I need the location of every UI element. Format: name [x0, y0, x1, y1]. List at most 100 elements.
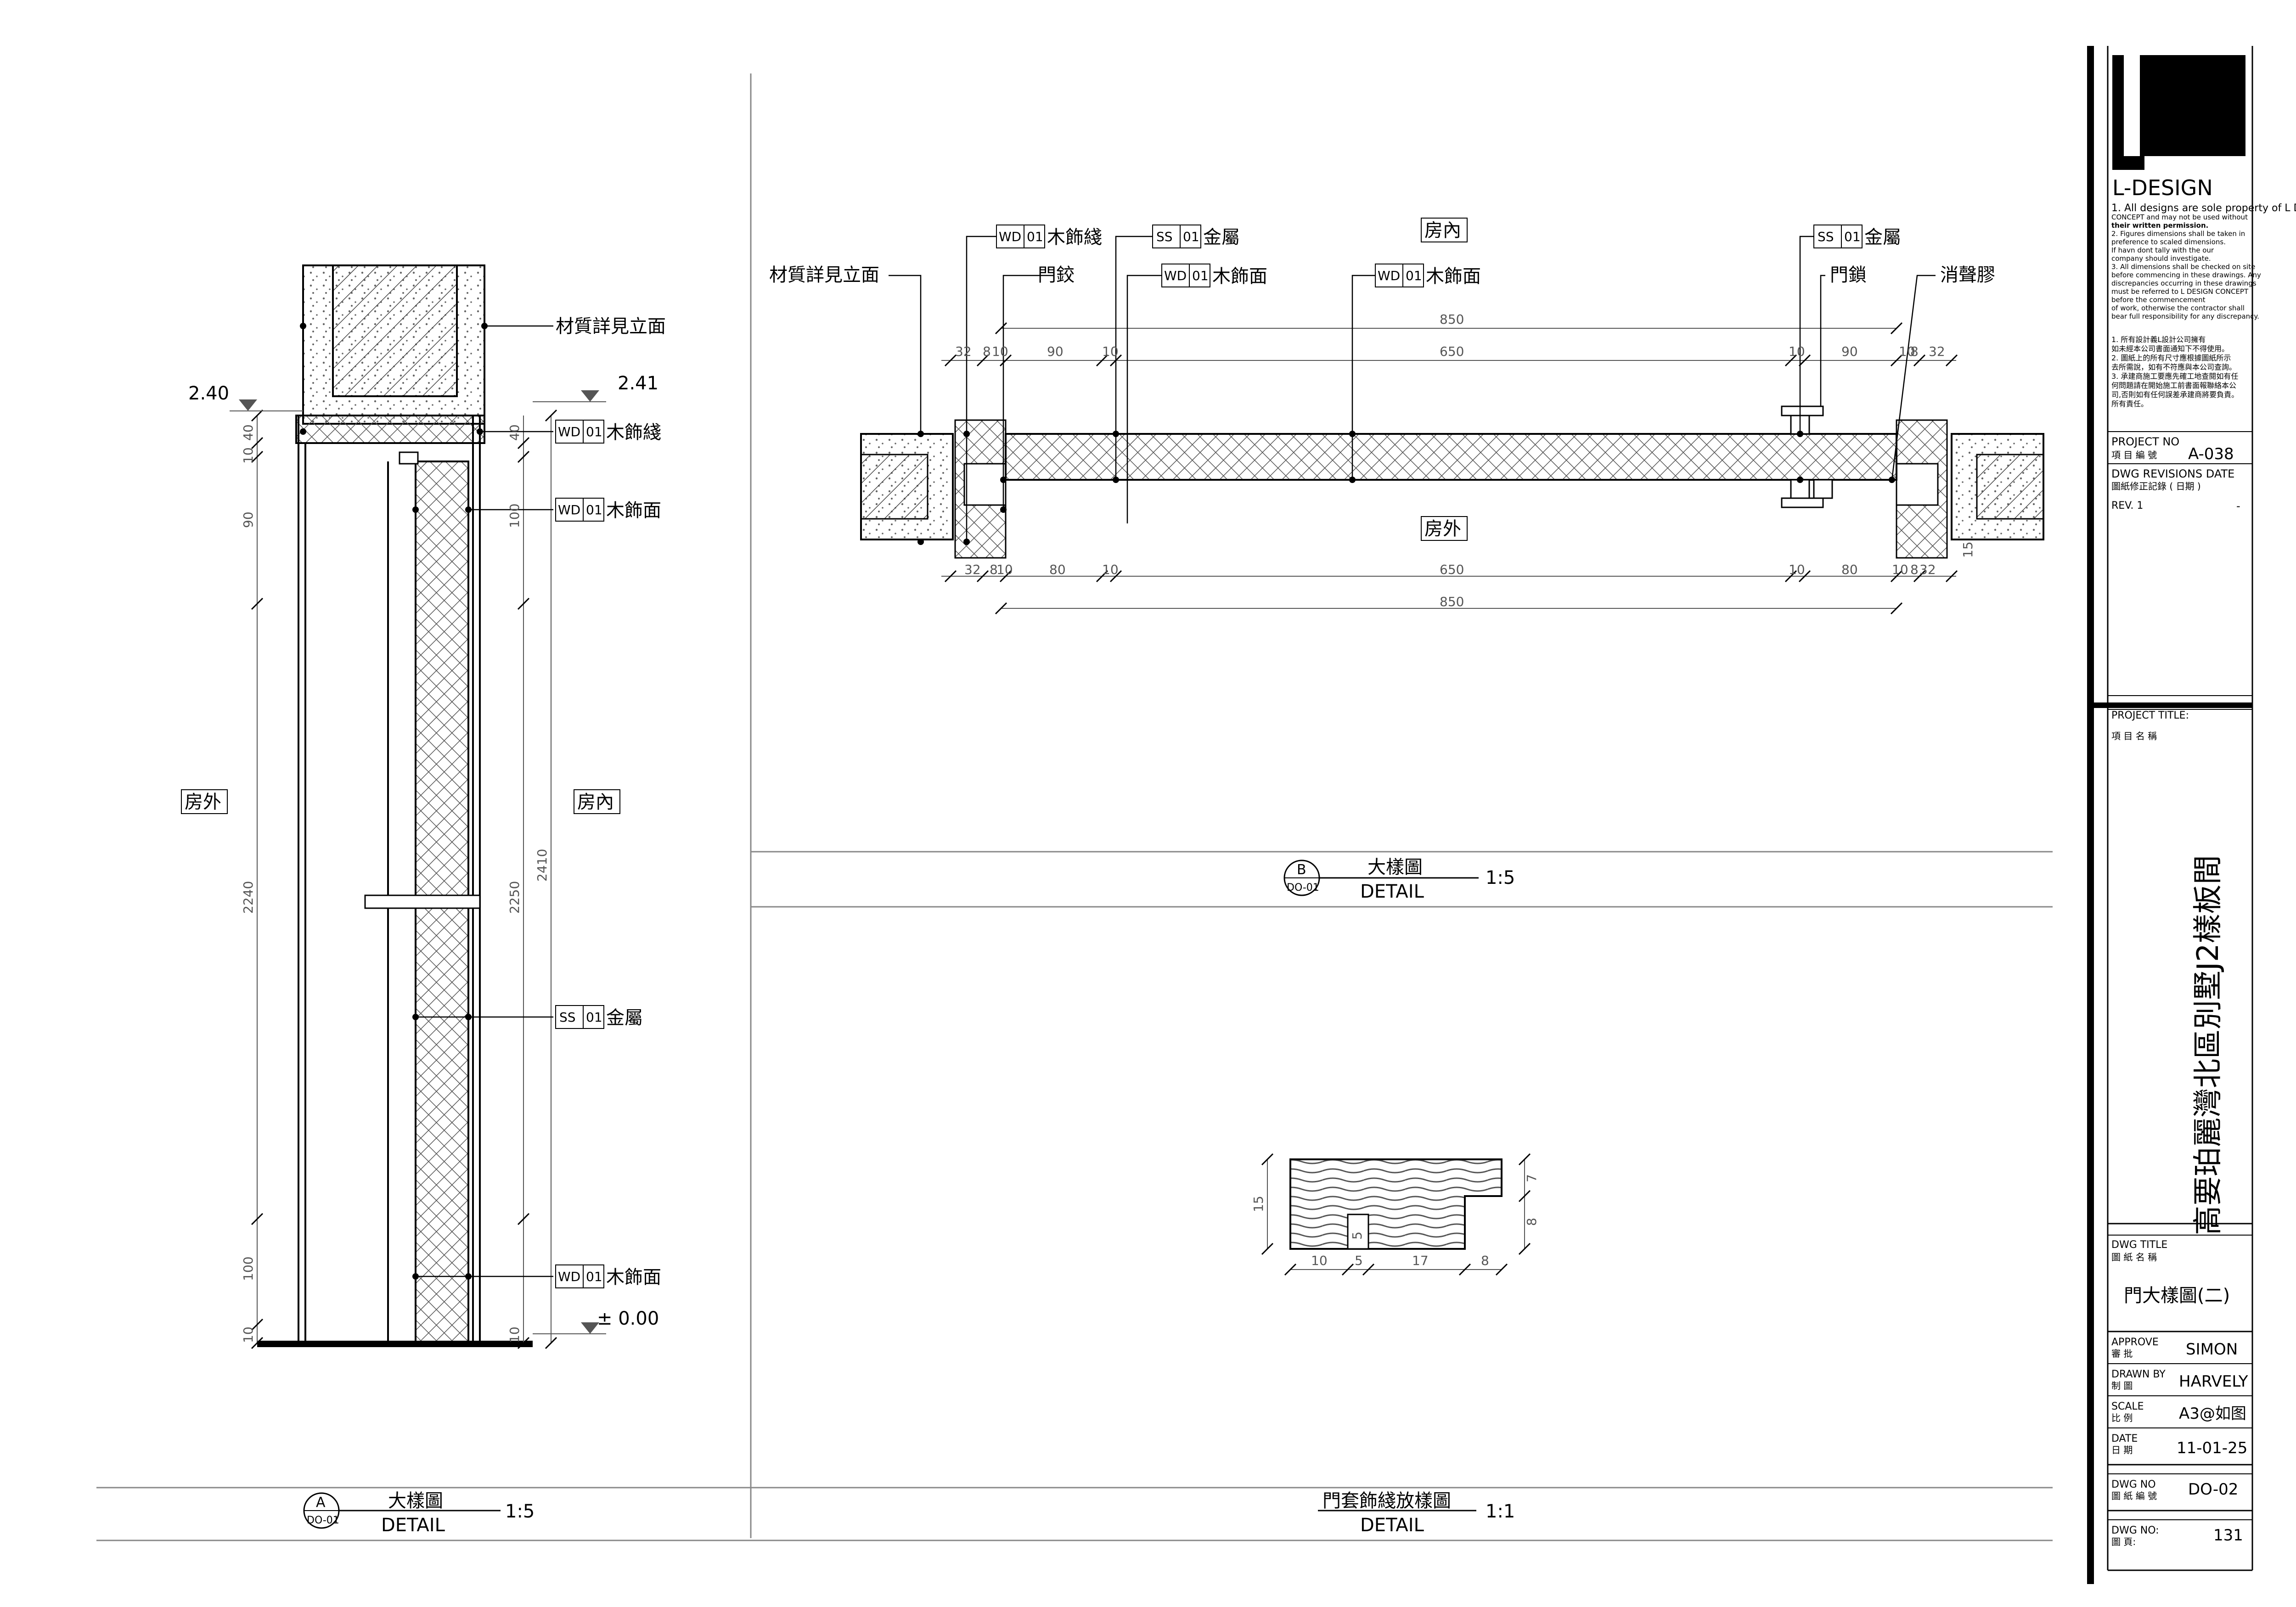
drawing-text: 01 — [1183, 229, 1199, 244]
drawing-text: 1:5 — [1486, 867, 1515, 888]
drawing-text: DWG TITLE — [2111, 1239, 2167, 1251]
drawing-text: DETAIL — [1360, 1515, 1424, 1536]
dim-b-top-0: 32 — [955, 344, 972, 359]
drawing-text: of work, otherwise the contractor shall — [2111, 304, 2245, 312]
drawing-text: DETAIL — [381, 1515, 445, 1536]
drawing-text: WD — [558, 424, 580, 439]
drawing-text: 1. All designs are sole property of L DE… — [2111, 202, 2296, 214]
dim-a-left-1: 10 — [241, 447, 256, 464]
dim-b-bottom-0: 32 — [964, 562, 981, 577]
dim-a-right-2: 2250 — [507, 881, 522, 914]
drawing-text: DO-01 — [1287, 882, 1319, 893]
section-b-material-note: 材質詳見立面 — [769, 264, 879, 286]
dim-c-notch: 5 — [1350, 1231, 1365, 1240]
drawing-text: 項 目 名 稱 — [2111, 730, 2157, 742]
section-b-inside-label: 房內 — [1424, 220, 1461, 241]
section-a-material-note: 材質詳見立面 — [556, 316, 666, 337]
drawing-text: 2. 圖紙上的所有尺寸應根據圖紙所示 — [2111, 354, 2231, 362]
drawing-text: 大樣圖 — [388, 1490, 443, 1511]
drawn-value: HARVELY — [2179, 1372, 2248, 1391]
drawing-text: 1:5 — [505, 1501, 535, 1522]
drawing-text: 1. 所有設計義L設計公司擁有 — [2111, 335, 2206, 344]
dim-b-bottom-total: 850 — [1440, 594, 1464, 609]
drawing-text: APPROVE — [2111, 1337, 2159, 1348]
drawing-text: 日 期 — [2111, 1444, 2133, 1455]
section-b-tag-4: WD 01 木飾面 — [1375, 264, 1481, 287]
date-value: 11-01-25 — [2177, 1439, 2247, 1457]
drawing-text: 木飾綫 — [1047, 227, 1102, 248]
drawing-text: 01 — [586, 424, 602, 439]
dim-c-bottom-1: 5 — [1355, 1253, 1363, 1268]
sheet-frame — [96, 73, 2053, 1541]
dim-a-left-0: 40 — [241, 424, 256, 441]
notes-cn: 1. 所有設計義L設計公司擁有 如未經本公司書面通知下不得使用。 2. 圖紙上的… — [2111, 335, 2239, 408]
drawing-text: If havn dont tally with the our — [2111, 246, 2214, 254]
door-leaf-plan — [1005, 433, 1897, 481]
dwg-no-value: DO-02 — [2188, 1480, 2238, 1499]
dim-b-top-2: 10 — [992, 344, 1008, 359]
dim-a-left-3: 2240 — [241, 881, 256, 914]
dim-b-top-9: 8 — [1910, 344, 1919, 359]
frame-top — [295, 415, 485, 444]
dim-c-bottom-3: 8 — [1481, 1253, 1489, 1268]
dim-b-top-1: 8 — [983, 344, 991, 359]
drawing-text: 01 — [1192, 268, 1209, 283]
section-a-tag-2: WD 01 木飾面 — [555, 498, 661, 522]
dim-b-top-4: 10 — [1102, 344, 1119, 359]
drawing-text: B — [1297, 862, 1306, 878]
drawing-text: CONCEPT and may not be used without — [2111, 213, 2248, 221]
dim-a-left-4: 100 — [241, 1257, 256, 1281]
section-b-caption: B DO-01 大樣圖 DETAIL 1:5 — [1283, 857, 1515, 902]
drawing-text: WD — [558, 1269, 580, 1284]
trim-profile — [1289, 1158, 1503, 1250]
drawing-text: DATE — [2111, 1433, 2138, 1444]
drawing-text: 去所需說，如有不符應與本公司查詢。 — [2111, 363, 2236, 371]
title-block: L-DESIGN 1. All designs are sole propert… — [2087, 46, 2296, 1584]
dim-b-bottom-6: 10 — [1789, 562, 1805, 577]
drawing-text: 木飾面 — [1426, 266, 1481, 287]
drawing-text: 金屬 — [1864, 227, 1901, 248]
drawing-text: SS — [1156, 229, 1173, 244]
drawing-text: DWG NO — [2111, 1479, 2156, 1490]
drawing-text: 所有責任。 — [2111, 399, 2148, 408]
section-a-level-left: 2.40 — [188, 383, 229, 404]
drawing-text: WD — [999, 229, 1021, 244]
section-a-caption: A DO-01 大樣圖 DETAIL 1:5 — [303, 1490, 535, 1536]
dim-a-right-1: 100 — [507, 504, 522, 528]
drawing-text: DO-01 — [307, 1515, 339, 1526]
dim-a-right-4: 10 — [507, 1326, 522, 1343]
notes-en: 1. All designs are sole property of L DE… — [2111, 202, 2296, 320]
dim-b-bottom-1: 8 — [990, 562, 998, 577]
drawing-text: 司,否則如有任何誤差承建商將要負責。 — [2111, 390, 2239, 399]
drawing-text: preference to scaled dimensions. — [2111, 238, 2226, 246]
scale-value: A3@如图 — [2179, 1405, 2246, 1423]
drawing-text: 圖 頁: — [2111, 1536, 2136, 1547]
dim-b-bottom-7: 80 — [1841, 562, 1858, 577]
drawing-text: discrepancies occurring in these drawing… — [2111, 279, 2257, 287]
drawing-text: WD — [1378, 268, 1400, 283]
drawing-text: WD — [1164, 268, 1187, 283]
drawing-text: PROJECT TITLE: — [2111, 710, 2189, 721]
logo-text: L-DESIGN — [2112, 175, 2213, 200]
dim-b-side: 15 — [1960, 541, 1975, 558]
drawing-text: 金屬 — [606, 1007, 643, 1028]
drawing-text: REV. 1 — [2111, 500, 2143, 511]
drawing-text: company should investigate. — [2111, 254, 2211, 263]
drawing-text: before the commencement — [2111, 296, 2206, 304]
section-b-hinge-label: 門鉸 — [1038, 264, 1075, 286]
dim-c-bottom-2: 17 — [1412, 1253, 1429, 1268]
drawing-text: DETAIL — [1360, 881, 1424, 902]
drawing-text: A — [316, 1495, 326, 1511]
drawing-text: SS — [559, 1010, 576, 1025]
drawing-text: 木飾面 — [606, 1267, 661, 1288]
dim-a-right-0: 40 — [507, 424, 522, 441]
drawing-text: 審 批 — [2111, 1348, 2133, 1359]
section-b-outside-label: 房外 — [1424, 518, 1461, 539]
section-b-lock-label: 門鎖 — [1830, 264, 1867, 286]
section-b-tag-2: SS 01 金屬 — [1152, 225, 1240, 248]
dim-a-left-5: 10 — [241, 1326, 256, 1343]
dim-c-bottom-0: 10 — [1311, 1253, 1328, 1268]
metal-strip — [364, 894, 481, 909]
page-value: 131 — [2213, 1526, 2243, 1545]
drawing-text: 木飾面 — [606, 500, 661, 521]
